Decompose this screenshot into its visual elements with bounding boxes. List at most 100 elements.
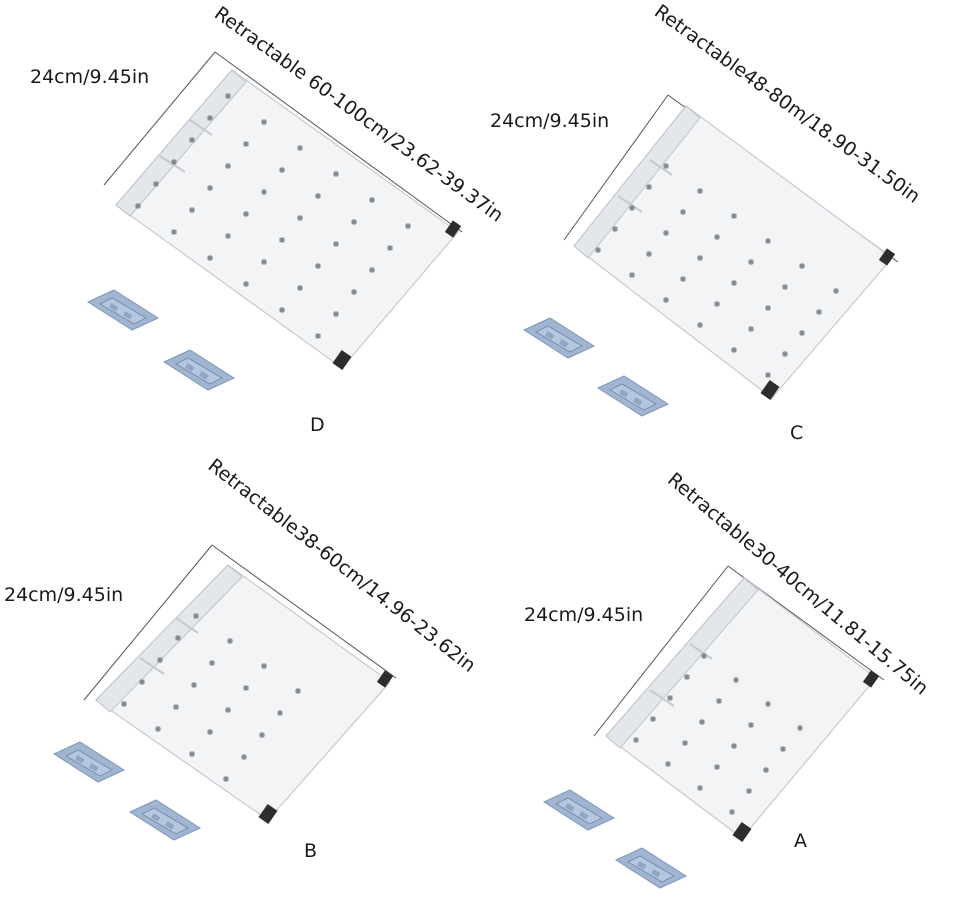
- ventilation-hole-icon: [188, 206, 196, 214]
- ventilation-hole-icon: [332, 310, 340, 318]
- ventilation-hole-icon: [594, 246, 602, 254]
- ventilation-hole-icon: [764, 700, 772, 708]
- ventilation-hole-icon: [679, 275, 687, 283]
- ventilation-hole-icon: [713, 300, 721, 308]
- ventilation-hole-icon: [258, 731, 266, 739]
- ventilation-hole-icon: [632, 736, 640, 744]
- ventilation-hole-icon: [188, 750, 196, 758]
- ventilation-hole-icon: [206, 728, 214, 736]
- ventilation-hole-icon: [240, 753, 248, 761]
- ventilation-hole-icon: [206, 254, 214, 262]
- ventilation-hole-icon: [732, 676, 740, 684]
- ventilation-hole-icon: [170, 158, 178, 166]
- ventilation-hole-icon: [276, 709, 284, 717]
- ventilation-hole-icon: [174, 634, 182, 642]
- ventilation-hole-icon: [798, 262, 806, 270]
- ventilation-hole-icon: [278, 306, 286, 314]
- ventilation-hole-icon: [696, 187, 704, 195]
- ventilation-hole-icon: [715, 697, 723, 705]
- ventilation-hole-icon: [728, 808, 736, 816]
- ventilation-hole-icon: [260, 118, 268, 126]
- ventilation-hole-icon: [832, 287, 840, 295]
- ventilation-hole-icon: [296, 144, 304, 152]
- ventilation-hole-icon: [764, 371, 772, 379]
- ventilation-hole-icon: [242, 210, 250, 218]
- ventilation-hole-icon: [798, 329, 806, 337]
- ventilation-hole-icon: [208, 659, 216, 667]
- ventilation-hole-icon: [779, 745, 787, 753]
- ventilation-hole-icon: [628, 204, 636, 212]
- mounting-pad-icon: [163, 349, 235, 391]
- ventilation-hole-icon: [332, 240, 340, 248]
- ventilation-hole-icon: [696, 784, 704, 792]
- ventilation-hole-icon: [747, 325, 755, 333]
- ventilation-hole-icon: [332, 170, 340, 178]
- ventilation-hole-icon: [730, 279, 738, 287]
- ventilation-hole-icon: [134, 202, 142, 210]
- ventilation-hole-icon: [662, 296, 670, 304]
- width-label-D: 24cm/9.45in: [30, 66, 150, 88]
- ventilation-hole-icon: [206, 184, 214, 192]
- ventilation-hole-icon: [730, 346, 738, 354]
- width-label-C: 24cm/9.45in: [490, 110, 610, 132]
- mounting-pad-icon: [615, 847, 687, 889]
- ventilation-hole-icon: [698, 718, 706, 726]
- ventilation-hole-icon: [226, 637, 234, 645]
- ventilation-hole-icon: [649, 715, 657, 723]
- ventilation-hole-icon: [278, 236, 286, 244]
- ventilation-hole-icon: [138, 678, 146, 686]
- mounting-pad-icon: [129, 799, 201, 841]
- ventilation-hole-icon: [700, 652, 708, 660]
- ventilation-hole-icon: [611, 225, 619, 233]
- ventilation-hole-icon: [206, 114, 214, 122]
- panel-letter-C: C: [790, 422, 804, 444]
- mounting-pad-icon: [53, 741, 125, 783]
- ventilation-hole-icon: [796, 724, 804, 732]
- ventilation-hole-icon: [696, 321, 704, 329]
- ventilation-hole-icon: [762, 766, 770, 774]
- ventilation-hole-icon: [404, 222, 412, 230]
- ventilation-hole-icon: [278, 166, 286, 174]
- ventilation-hole-icon: [314, 262, 322, 270]
- ventilation-hole-icon: [764, 304, 772, 312]
- ventilation-hole-icon: [745, 787, 753, 795]
- ventilation-hole-icon: [156, 656, 164, 664]
- ventilation-hole-icon: [747, 721, 755, 729]
- ventilation-hole-icon: [188, 136, 196, 144]
- ventilation-hole-icon: [242, 140, 250, 148]
- ventilation-hole-icon: [260, 662, 268, 670]
- mounting-pad-icon: [523, 317, 595, 359]
- mounting-pad-icon: [597, 375, 669, 417]
- ventilation-hole-icon: [781, 350, 789, 358]
- mounting-pad-icon: [87, 289, 159, 331]
- ventilation-hole-icon: [224, 92, 232, 100]
- ventilation-hole-icon: [662, 162, 670, 170]
- ventilation-hole-icon: [696, 254, 704, 262]
- ventilation-hole-icon: [314, 192, 322, 200]
- ventilation-hole-icon: [664, 760, 672, 768]
- ventilation-hole-icon: [260, 258, 268, 266]
- ventilation-hole-icon: [222, 775, 230, 783]
- ventilation-hole-icon: [242, 684, 250, 692]
- ventilation-hole-icon: [224, 232, 232, 240]
- shelf-C: [563, 94, 899, 400]
- ventilation-hole-icon: [747, 258, 755, 266]
- ventilation-hole-icon: [152, 180, 160, 188]
- ventilation-hole-icon: [730, 212, 738, 220]
- mounting-pad-icon: [543, 789, 615, 831]
- ventilation-hole-icon: [679, 208, 687, 216]
- ventilation-hole-icon: [815, 308, 823, 316]
- ventilation-hole-icon: [224, 706, 232, 714]
- ventilation-hole-icon: [294, 687, 302, 695]
- ventilation-hole-icon: [645, 250, 653, 258]
- ventilation-hole-icon: [386, 244, 394, 252]
- panel-letter-B: B: [304, 840, 318, 862]
- ventilation-hole-icon: [666, 694, 674, 702]
- width-label-A: 24cm/9.45in: [524, 604, 644, 626]
- ventilation-hole-icon: [730, 742, 738, 750]
- ventilation-hole-icon: [242, 280, 250, 288]
- ventilation-hole-icon: [314, 332, 322, 340]
- ventilation-hole-icon: [368, 266, 376, 274]
- shelf-B: [83, 544, 397, 824]
